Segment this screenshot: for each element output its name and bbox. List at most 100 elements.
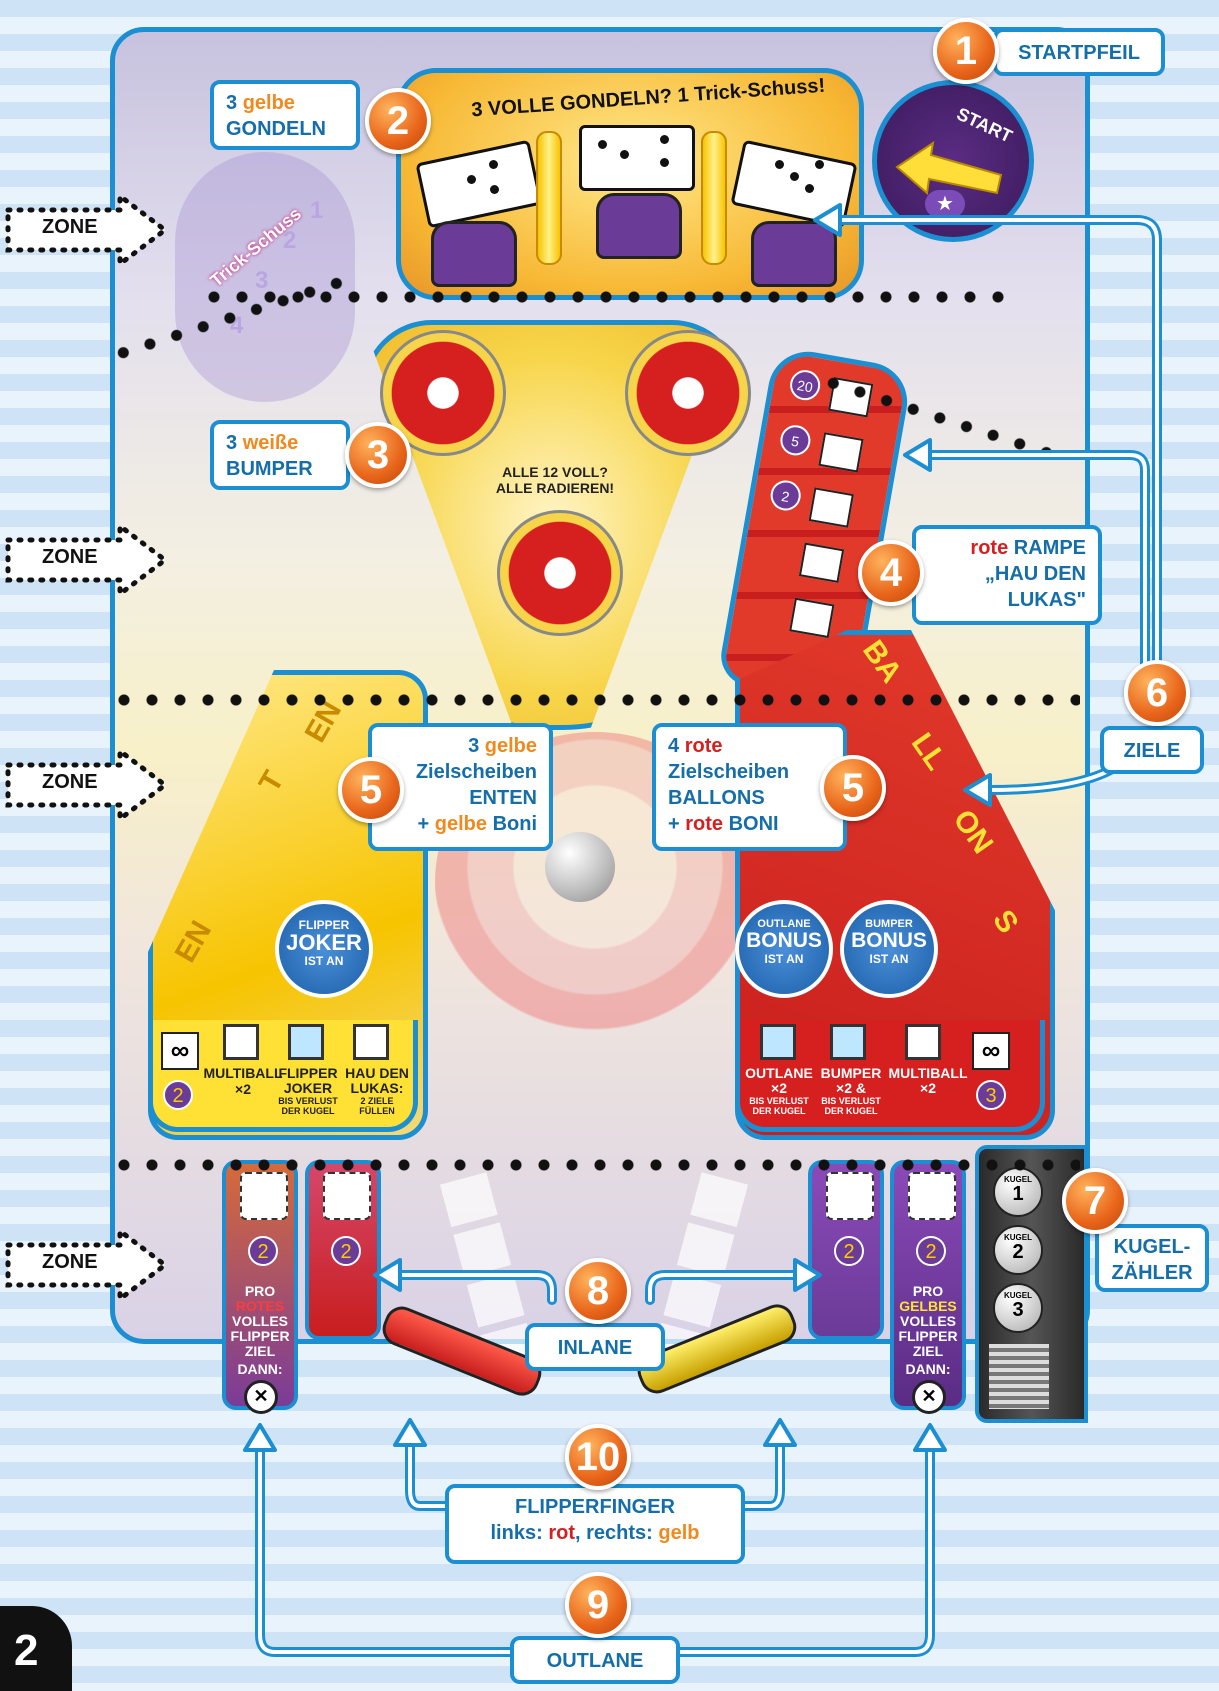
lane-die <box>826 1172 874 1220</box>
gondel-domino-1 <box>415 139 543 229</box>
bonus-joker-l2: JOKER <box>283 1080 333 1096</box>
pip <box>660 135 669 144</box>
c7-line1: KUGEL- <box>1113 1236 1191 1258</box>
kugel-num: 2 <box>1012 1241 1024 1263</box>
callout-9-label: OUTLANE <box>510 1636 680 1684</box>
close-icon: ✕ <box>244 1380 278 1414</box>
callout-1-number: 1 <box>933 18 999 84</box>
c5b-prefix: 4 <box>668 735 680 757</box>
c5b-plus: + <box>668 813 680 835</box>
bumper-bonus-badge: BUMPER BONUS IST AN <box>840 900 938 998</box>
trick-num-1: 1 <box>310 197 324 224</box>
r-bumper-l1: BUMPER <box>820 1065 882 1081</box>
right-outlane: 2 PRO GELBES VOLLES FLIPPER ZIEL DANN: ✕ <box>890 1160 966 1414</box>
ro-col: GELBES <box>899 1298 957 1314</box>
pip <box>790 172 799 181</box>
lane-star-badge: 2 <box>834 1236 864 1266</box>
close-icon: ✕ <box>912 1380 946 1414</box>
ro-l5: ZIEL <box>912 1343 944 1359</box>
lo-col: ROTES <box>235 1298 285 1314</box>
bonus-lukas-l3: 2 ZIELE <box>360 1096 394 1106</box>
page-number: 2 <box>0 1606 72 1691</box>
ball-counter-3: KUGEL 3 <box>993 1283 1043 1333</box>
c2-prefix: 3 <box>226 92 238 114</box>
lo-l3: VOLLES <box>231 1313 288 1329</box>
bumper-center-line2: ALLE RADIEREN! <box>495 480 615 496</box>
r-bumper-x: ×2 & <box>836 1080 866 1096</box>
zone-arrow-3: ZONE <box>0 745 170 825</box>
bonus-slot-multiball[interactable] <box>223 1024 259 1060</box>
bumper-top-right <box>625 330 751 456</box>
bonus-slot-flipper-joker[interactable] <box>288 1024 324 1060</box>
bonus-slot-bumper[interactable] <box>830 1024 866 1060</box>
ballons-letter-1: BA <box>856 634 909 689</box>
ballons-letter-4: S <box>986 904 1025 940</box>
ro-l3: VOLLES <box>899 1313 956 1329</box>
callout-3-label: 3 weiße BUMPER <box>210 420 350 490</box>
callout-9-number: 9 <box>565 1572 631 1638</box>
callout-2-label: 3 gelbe GONDELN <box>210 80 360 150</box>
page-number-text: 2 <box>14 1626 39 1675</box>
c10-links: links: <box>490 1522 543 1544</box>
left-star-badge: 2 <box>163 1080 193 1110</box>
c3-prefix: 3 <box>226 432 238 454</box>
bonus-slot-outlane[interactable] <box>760 1024 796 1060</box>
infinity-icon: ∞ <box>161 1032 199 1070</box>
c10-rot: rot <box>548 1522 575 1544</box>
callout-1-label: STARTPFEIL <box>993 28 1165 76</box>
outlane-bonus-badge: OUTLANE BONUS IST AN <box>735 900 833 998</box>
ro-l4: FLIPPER <box>898 1328 958 1344</box>
lo-dann: DANN: <box>237 1361 283 1377</box>
callout-5b-number: 5 <box>820 755 886 821</box>
r-bumper-l3: BIS VERLUST <box>821 1096 881 1106</box>
left-bonus-row: ∞ 2 MULTIBALL ×2 FLIPPER JOKER BIS VERLU… <box>148 1020 418 1132</box>
bumper-bonus-l1: BUMPER <box>865 918 913 930</box>
gondel-domino-3 <box>730 139 858 229</box>
callout-7-number: 7 <box>1062 1168 1128 1234</box>
zone-divider-3 <box>110 1158 1080 1172</box>
bonus-slot-hau-den-lukas[interactable] <box>353 1024 389 1060</box>
ramp-die-3 <box>808 487 854 528</box>
bumper-center-line1: ALLE 12 VOLL? <box>502 464 608 480</box>
outlane-bonus-l3: IST AN <box>764 952 804 966</box>
zone-arrow-1: ZONE <box>0 190 170 270</box>
callout-10-label: FLIPPERFINGER links: rot, rechts: gelb <box>445 1484 745 1564</box>
c5b-line2: Zielscheiben <box>668 761 790 783</box>
c5a-line4: Boni <box>492 813 537 835</box>
c5b-line4: BONI <box>728 813 779 835</box>
enten-letter-2: T <box>252 765 291 798</box>
gondel-panel: 3 VOLLE GONDELN? 1 Trick-Schuss! <box>396 68 864 300</box>
start-arrow-disc: START ★ <box>872 80 1034 242</box>
c5a-prefix: 3 <box>468 735 480 757</box>
lo-l5: ZIEL <box>244 1343 276 1359</box>
bumper-bonus-l2: BONUS <box>851 929 927 952</box>
c5a-line3: ENTEN <box>469 787 537 809</box>
c5b-line3: BALLONS <box>668 787 765 809</box>
zone-arrow-4: ZONE <box>0 1225 170 1305</box>
ball-counter-2: KUGEL 2 <box>993 1225 1043 1275</box>
callout-10-number: 10 <box>565 1424 631 1490</box>
callout-5b-label: 4 rote Zielscheiben BALLONS + rote BONI <box>652 723 847 851</box>
bumper-bonus-l3: IST AN <box>869 952 909 966</box>
flipper-joker-badge: FLIPPER JOKER IST AN <box>275 900 373 998</box>
ramp-die-4 <box>798 542 845 583</box>
callout-3-number: 3 <box>345 422 411 488</box>
lane-die <box>908 1172 956 1220</box>
ball-counter-1: KUGEL 1 <box>993 1167 1043 1217</box>
c3-color: weiße <box>242 432 299 454</box>
clown-nose <box>545 832 615 902</box>
bonus-lukas-l4: FÜLLEN <box>359 1106 395 1116</box>
c10-rechts: , rechts: <box>574 1522 653 1544</box>
lane-die <box>240 1172 288 1220</box>
kugel-num: 1 <box>1012 1183 1024 1205</box>
bonus-multiball-x: ×2 <box>235 1081 251 1097</box>
c4-line2: „HAU DEN <box>984 563 1086 585</box>
bonus-slot-multiball-right[interactable] <box>905 1024 941 1060</box>
flipper-joker-l1: FLIPPER <box>298 918 350 932</box>
gondel-header: 3 VOLLE GONDELN? 1 Trick-Schuss! <box>470 74 826 122</box>
ballons-letter-2: LL <box>904 727 953 777</box>
lo-pro: PRO <box>244 1283 276 1299</box>
c5a-color: gelbe <box>484 735 537 757</box>
lane-star-badge: 2 <box>331 1236 361 1266</box>
c7-line2: ZÄHLER <box>1111 1262 1193 1284</box>
